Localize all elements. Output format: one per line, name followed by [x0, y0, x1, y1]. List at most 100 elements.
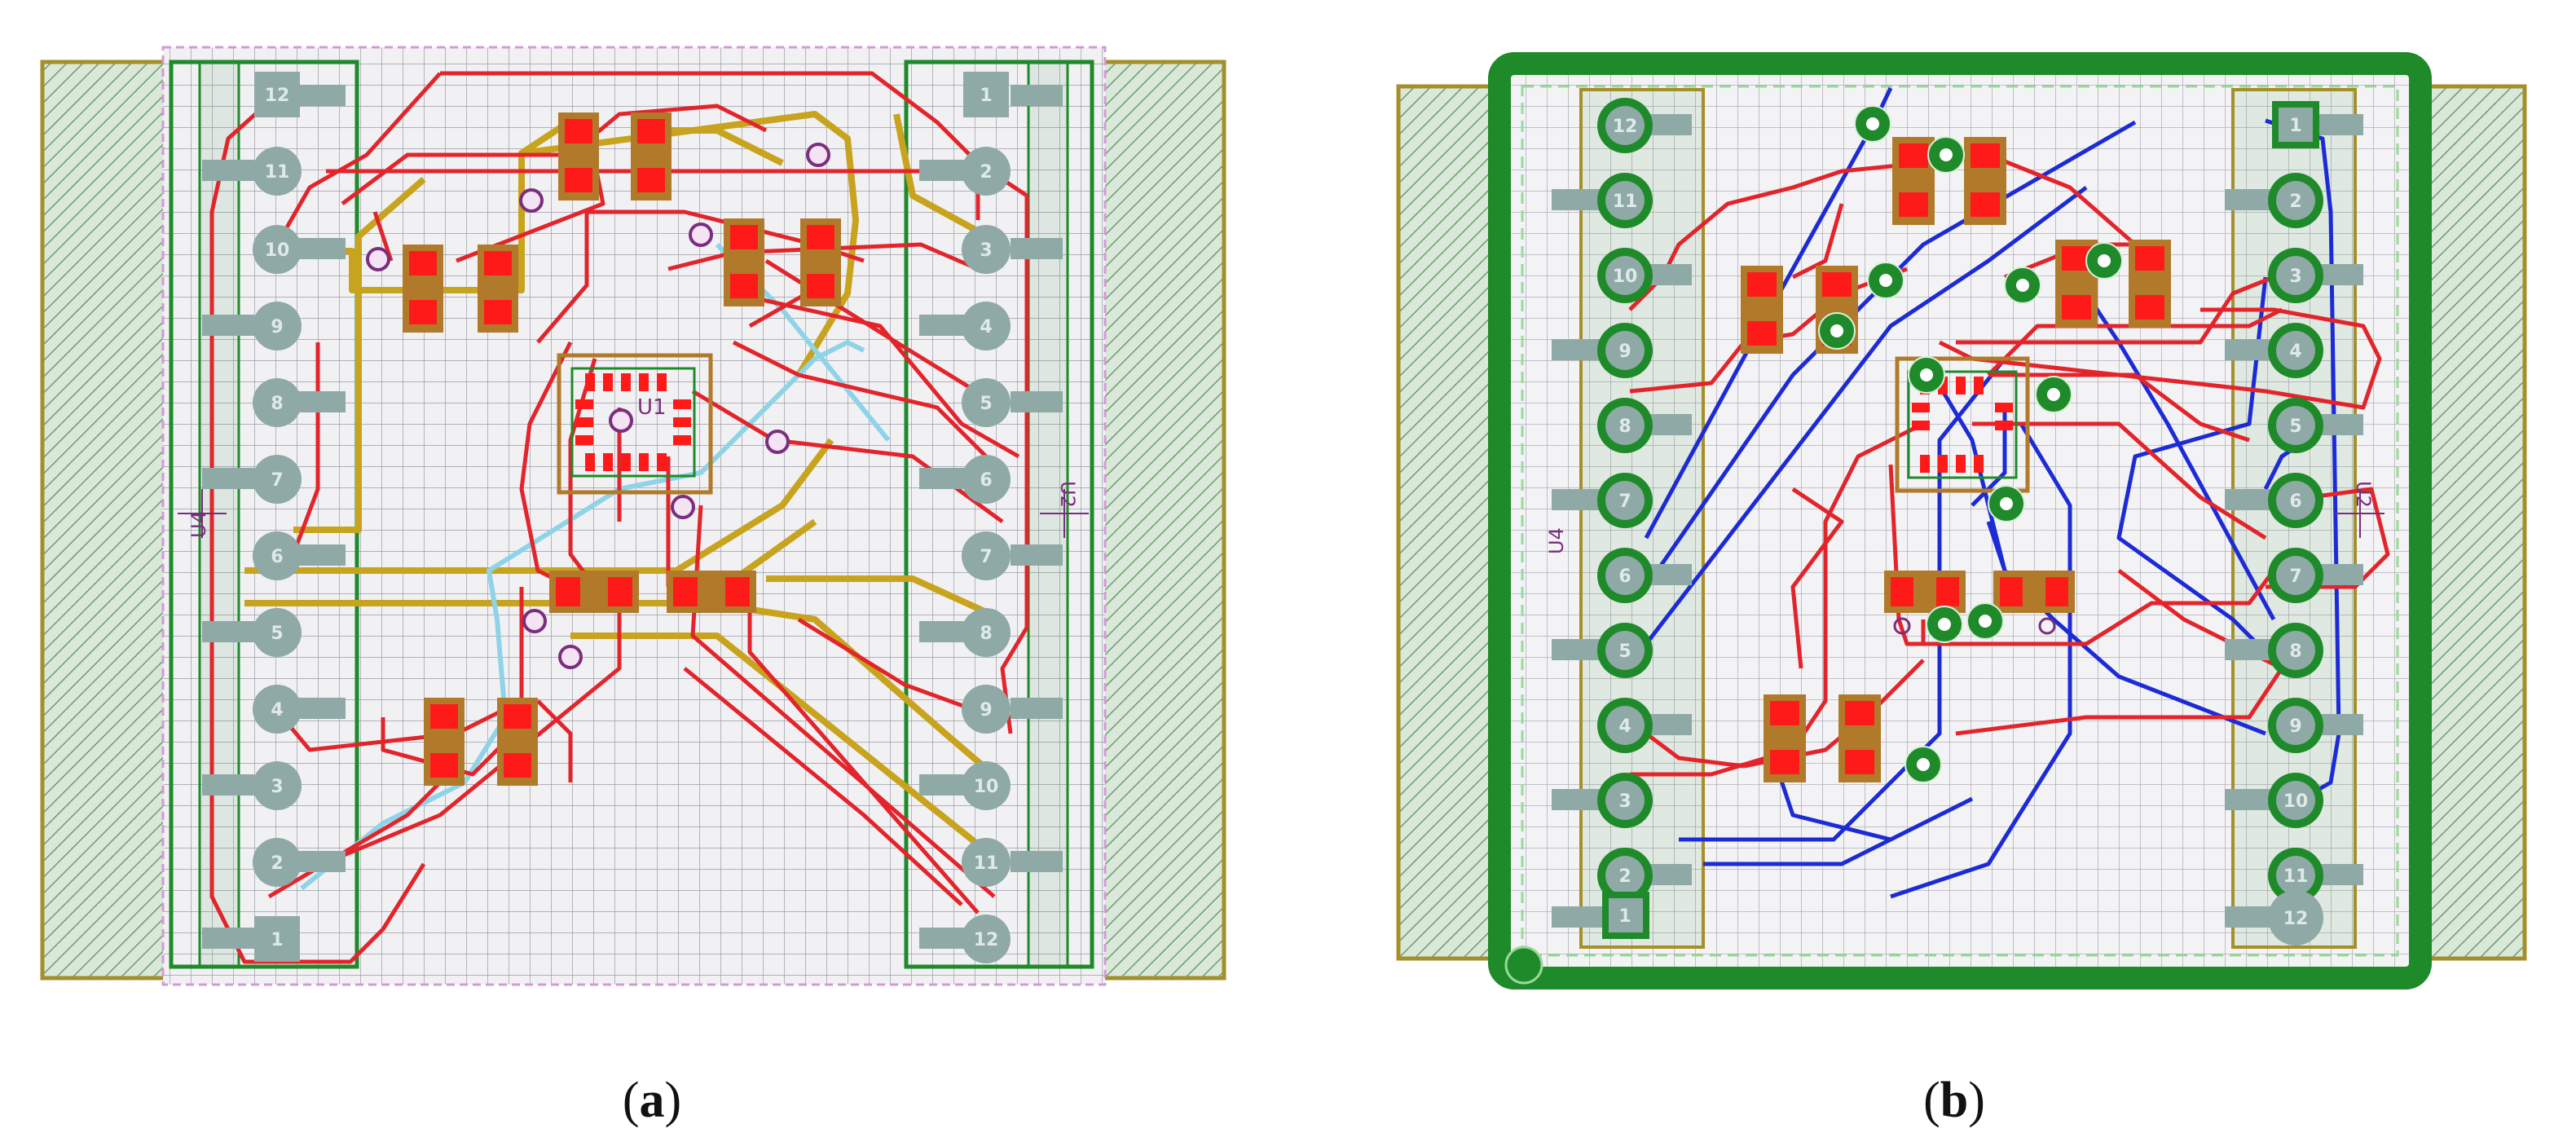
- svg-text:7: 7: [980, 547, 992, 567]
- left-header-pins: 12 11 10 9 8 7 6 5 4 3 2 1: [202, 72, 346, 962]
- header-pin: 1: [202, 916, 300, 962]
- header-pin: 12: [2225, 890, 2323, 945]
- chip-label: U1: [637, 395, 667, 420]
- svg-text:6: 6: [271, 547, 283, 567]
- svg-text:6: 6: [980, 470, 992, 491]
- smd-components: [1741, 137, 2171, 782]
- svg-text:11: 11: [1613, 192, 1638, 212]
- svg-text:1: 1: [271, 930, 283, 950]
- header-pin: 1: [1552, 892, 1649, 939]
- header-pin: 5: [2268, 398, 2363, 453]
- svg-text:9: 9: [271, 317, 283, 337]
- header-pin: 2: [2225, 173, 2323, 228]
- svg-text:12: 12: [2283, 909, 2309, 929]
- header-pin: 10: [919, 761, 1011, 810]
- header-pin: 11: [1552, 173, 1653, 228]
- header-pin: 5: [962, 378, 1063, 427]
- svg-text:2: 2: [1618, 866, 1631, 887]
- via: [609, 408, 633, 433]
- svg-text:6: 6: [2289, 491, 2301, 512]
- component-pair: [1892, 137, 2006, 225]
- vias: [1818, 105, 2123, 783]
- via: [806, 143, 830, 167]
- component-pair: [667, 571, 756, 613]
- header-pin: 6: [919, 455, 1011, 504]
- header-pin: 8: [1597, 398, 1692, 453]
- header-pin: 6: [2225, 473, 2323, 528]
- header-pin: 1: [963, 72, 1063, 117]
- header-pin: 7: [202, 455, 302, 504]
- header-pin: 2: [253, 838, 346, 887]
- svg-text:10: 10: [1613, 267, 1638, 287]
- component-pair: [1741, 266, 1858, 354]
- caption-a: (a): [623, 1073, 681, 1128]
- header-pin: 3: [962, 225, 1063, 274]
- header-pin: 4: [253, 685, 346, 734]
- svg-text:5: 5: [271, 624, 283, 644]
- left-hatch-block: [40, 60, 175, 981]
- svg-text:11: 11: [265, 162, 290, 183]
- svg-text:3: 3: [980, 240, 992, 261]
- svg-text:8: 8: [1618, 417, 1631, 437]
- via: [765, 430, 790, 454]
- header-pin: 3: [1552, 773, 1653, 828]
- via: [671, 495, 695, 519]
- header-pin: 6: [253, 531, 346, 580]
- header-pin: 5: [1552, 623, 1653, 678]
- svg-text:2: 2: [271, 853, 283, 874]
- header-pin: 9: [2268, 698, 2363, 753]
- right-header-pins: 1 2 3 4 5 6 7 8 9 10 11 12: [919, 72, 1063, 963]
- header-pin: 11: [962, 838, 1063, 887]
- svg-text:3: 3: [1618, 791, 1631, 812]
- ic-chip: U1: [557, 353, 713, 495]
- header-pin: 11: [2268, 848, 2363, 903]
- svg-text:7: 7: [271, 470, 283, 491]
- svg-text:2: 2: [980, 162, 992, 183]
- via: [558, 645, 583, 669]
- header-pin: 9: [1552, 323, 1653, 378]
- svg-text:2: 2: [2289, 192, 2301, 212]
- header-pin: 7: [2268, 548, 2363, 603]
- svg-text:5: 5: [2289, 417, 2301, 437]
- right-connector-outline: [904, 60, 1094, 969]
- svg-text:12: 12: [265, 86, 290, 106]
- right-connector-label: U2: [2352, 481, 2375, 508]
- connector-labels: U4 U2: [1545, 481, 2384, 554]
- connector-labels: U4 U2: [178, 481, 1089, 538]
- airwire: [300, 339, 865, 891]
- svg-text:6: 6: [1618, 566, 1631, 587]
- corner-mark: [1504, 945, 1543, 985]
- header-pin: 10: [1597, 248, 1692, 303]
- svg-text:4: 4: [2289, 342, 2301, 362]
- header-pin: 5: [202, 608, 302, 657]
- svg-text:4: 4: [271, 700, 283, 721]
- svg-text:1: 1: [1618, 906, 1631, 927]
- header-pin: 6: [1597, 548, 1692, 603]
- svg-text:12: 12: [974, 930, 999, 950]
- right-header-pins: 1 2 3 4 5 6 7 8 9 10 11 12: [2225, 101, 2363, 945]
- via: [689, 223, 713, 247]
- component-pair: [424, 698, 538, 786]
- header-pin: 10: [2225, 773, 2323, 828]
- board-outline: [1488, 52, 2432, 990]
- panel-b: 12 11 10 9 8 7 6 5 4 3 2 1 1 2 3 4 5 6 7…: [1396, 52, 2527, 990]
- board-grid: [161, 46, 1107, 986]
- header-pin: 7: [962, 531, 1063, 580]
- svg-text:1: 1: [2289, 116, 2301, 136]
- svg-text:9: 9: [980, 700, 992, 721]
- via: [522, 609, 547, 633]
- header-pin: 12: [919, 915, 1011, 963]
- left-connector-label: U4: [1545, 527, 1568, 554]
- via: [366, 247, 390, 271]
- left-connector-label: U4: [187, 511, 210, 538]
- component-pair: [1993, 571, 2075, 613]
- right-hatch-block: [1091, 60, 1226, 981]
- svg-text:7: 7: [2289, 566, 2301, 587]
- header-pin: 4: [919, 302, 1011, 350]
- header-pin: 9: [202, 302, 302, 350]
- vias: [366, 143, 830, 669]
- svg-text:12: 12: [1613, 117, 1638, 137]
- svg-text:11: 11: [2283, 866, 2309, 887]
- svg-text:10: 10: [974, 777, 999, 797]
- component-pair: [403, 245, 518, 333]
